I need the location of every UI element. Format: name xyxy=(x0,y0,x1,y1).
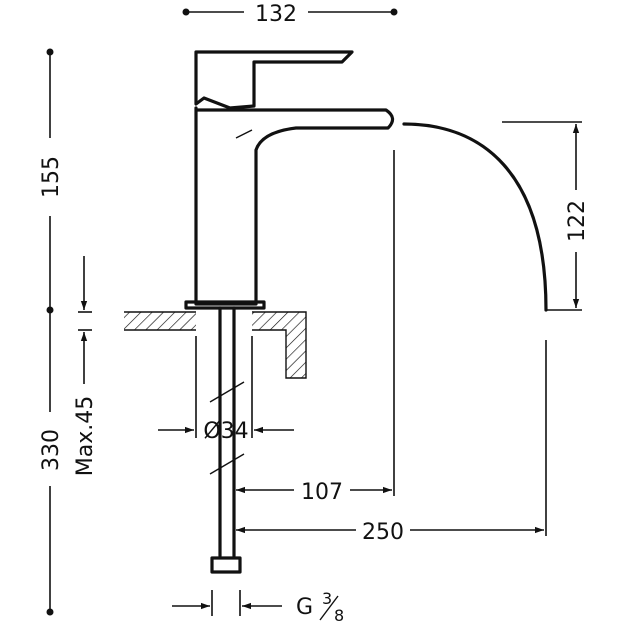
dimension-max45: Max.45 xyxy=(73,256,98,476)
dimension-label-155: 155 xyxy=(39,156,64,198)
dimension-label-132: 132 xyxy=(255,2,297,27)
dimension-label-330: 330 xyxy=(39,429,64,471)
supply-hose xyxy=(195,306,253,574)
base-plate xyxy=(184,300,266,310)
dimension-g38: G 3 8 xyxy=(172,589,344,625)
dimension-label-122: 122 xyxy=(565,200,590,242)
dimension-label-g: G xyxy=(296,595,313,620)
dimension-122: 122 xyxy=(502,121,590,311)
dimension-label-250: 250 xyxy=(362,520,404,545)
deck-section xyxy=(124,311,307,379)
dimension-left-vertical: 155 330 xyxy=(39,48,64,616)
dimension-label-g-denominator: 8 xyxy=(334,606,344,625)
dimension-132: 132 xyxy=(182,2,398,27)
water-stream xyxy=(402,122,548,312)
dimension-107: 107 xyxy=(236,150,395,505)
faucet-body xyxy=(184,50,395,310)
dimension-label-107: 107 xyxy=(301,480,343,505)
lever-handle xyxy=(194,50,354,110)
hose-connector xyxy=(210,556,242,574)
dimension-label-g-numerator: 3 xyxy=(322,589,332,608)
dimension-250: 250 xyxy=(236,340,547,545)
spout xyxy=(194,106,395,306)
dimension-label-diameter: Ø34 xyxy=(203,419,248,444)
dimension-diameter-34: Ø34 xyxy=(158,419,294,444)
dimension-label-max45: Max.45 xyxy=(73,396,98,476)
